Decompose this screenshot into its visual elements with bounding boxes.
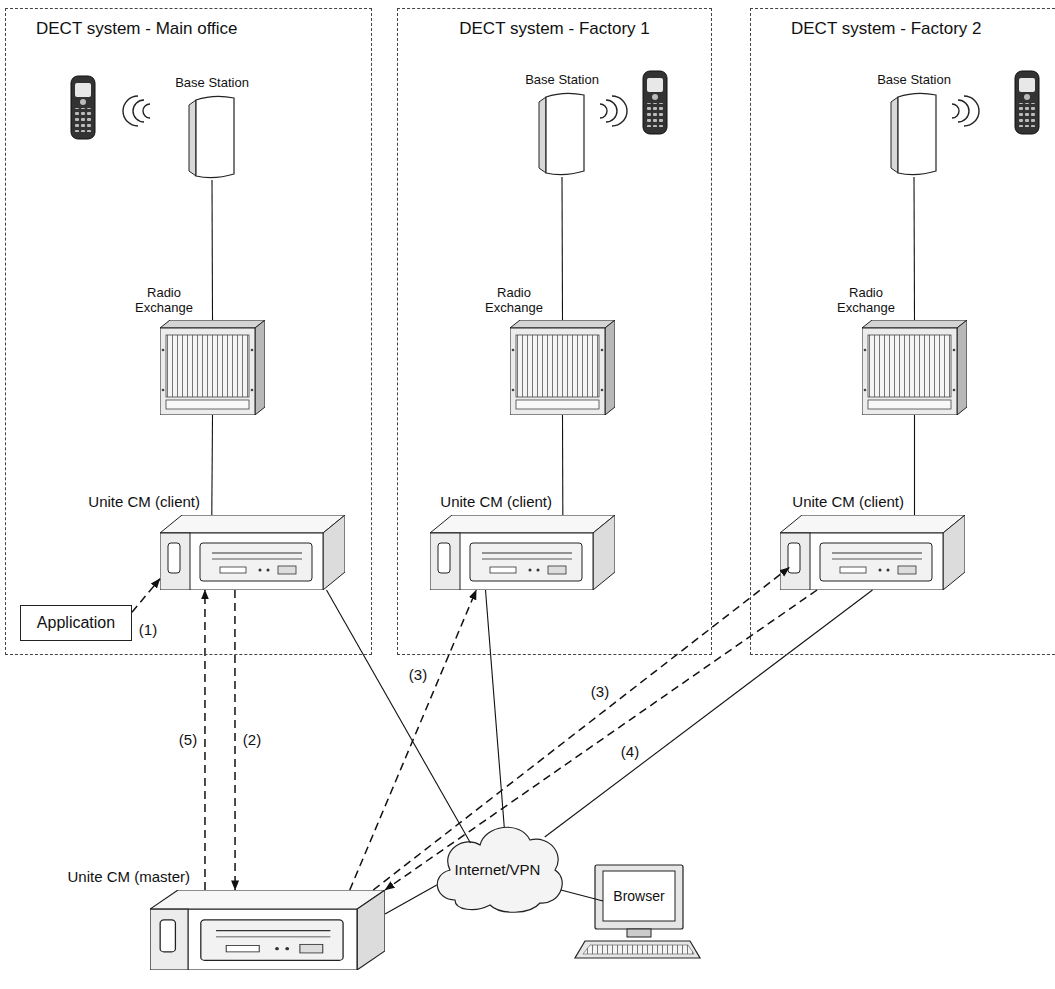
handset-icon bbox=[643, 71, 667, 134]
base-station: Base Station bbox=[537, 92, 587, 177]
callout-number: (1) bbox=[137, 621, 159, 638]
radio-exchange-icon bbox=[160, 320, 265, 415]
message-arrow bbox=[132, 579, 160, 612]
unite-cm-master: Unite CM (master) bbox=[150, 890, 385, 970]
radio-exchange: Radio Exchange bbox=[510, 320, 615, 415]
device-label: Radio Exchange bbox=[478, 286, 550, 316]
node-label: Internet/VPN bbox=[455, 861, 541, 878]
device-label: Radio Exchange bbox=[128, 286, 200, 316]
device-label: Base Station bbox=[877, 73, 951, 88]
message-arrow bbox=[350, 590, 477, 890]
label-holder: Unite CM (client) bbox=[440, 493, 552, 511]
site-region: Base StationRadio ExchangeUnite CM (clie… bbox=[5, 8, 372, 655]
region-title: DECT system - Factory 2 bbox=[791, 19, 982, 39]
message-arrow bbox=[373, 568, 789, 891]
callout-number: (2) bbox=[241, 731, 263, 748]
server-icon bbox=[780, 515, 965, 590]
label-holder: Radio Exchange bbox=[830, 286, 902, 316]
site-region: Base StationRadio ExchangeUnite CM (clie… bbox=[750, 8, 1055, 655]
device-label: Unite CM (client) bbox=[792, 493, 904, 510]
server-icon bbox=[150, 890, 385, 970]
region-title: DECT system - Factory 1 bbox=[398, 19, 711, 39]
base-station: Base Station bbox=[187, 95, 237, 180]
label-holder: Unite CM (master) bbox=[67, 868, 190, 886]
node-label: Browser bbox=[613, 888, 664, 904]
label-holder: Base Station bbox=[175, 73, 249, 91]
network-link bbox=[562, 415, 563, 515]
callout-number: (4) bbox=[619, 743, 641, 760]
radio-exchange-icon bbox=[510, 320, 615, 415]
device-label: Unite CM (client) bbox=[88, 493, 200, 510]
application-box: Application bbox=[20, 605, 132, 641]
site-region: Base StationRadio ExchangeUnite CM (clie… bbox=[397, 8, 712, 655]
internet-cloud: Internet/VPN bbox=[430, 815, 565, 915]
server-icon bbox=[430, 515, 615, 590]
base-station-icon bbox=[539, 93, 584, 174]
message-arrow bbox=[204, 590, 206, 890]
device-label: Unite CM (client) bbox=[440, 493, 552, 510]
network-link bbox=[327, 590, 471, 843]
label-holder: Base Station bbox=[877, 70, 951, 88]
server-icon bbox=[160, 515, 345, 590]
handset-icon bbox=[1015, 71, 1039, 134]
callout-number: (3) bbox=[589, 683, 611, 700]
cloud-outline bbox=[437, 827, 562, 912]
browser-screen: Browser bbox=[603, 871, 675, 921]
device-label: Base Station bbox=[525, 73, 599, 88]
unite-cm-client: Unite CM (client) bbox=[160, 515, 345, 590]
unite-cm-client: Unite CM (client) bbox=[780, 515, 965, 590]
unite-cm-client: Unite CM (client) bbox=[430, 515, 615, 590]
base-station-icon bbox=[189, 96, 234, 177]
radio-exchange: Radio Exchange bbox=[862, 320, 967, 415]
label-holder: Radio Exchange bbox=[478, 286, 550, 316]
label-holder: Unite CM (client) bbox=[88, 493, 200, 511]
network-link bbox=[385, 885, 437, 914]
device-label: Base Station bbox=[175, 76, 249, 91]
message-arrow bbox=[385, 590, 817, 890]
label-holder: Radio Exchange bbox=[128, 286, 200, 316]
region-title: DECT system - Main office bbox=[36, 19, 238, 39]
device-label: Unite CM (master) bbox=[67, 868, 190, 885]
network-link bbox=[914, 415, 915, 515]
network-link bbox=[211, 180, 213, 320]
radio-waves bbox=[123, 96, 150, 126]
network-link bbox=[561, 177, 563, 320]
callout-number: (3) bbox=[407, 666, 429, 683]
label-holder: Unite CM (client) bbox=[792, 493, 904, 511]
network-link bbox=[561, 890, 603, 901]
message-arrow bbox=[234, 590, 236, 890]
handset-icon bbox=[71, 76, 95, 139]
computer-icon bbox=[575, 865, 700, 958]
radio-exchange: Radio Exchange bbox=[160, 320, 265, 415]
label-holder: Base Station bbox=[525, 70, 599, 88]
callout-number: (5) bbox=[177, 731, 199, 748]
radio-waves bbox=[952, 96, 979, 126]
radio-exchange-icon bbox=[862, 320, 967, 415]
network-link bbox=[913, 177, 915, 320]
radio-waves bbox=[600, 96, 627, 126]
base-station: Base Station bbox=[889, 92, 939, 177]
node-label: Application bbox=[37, 614, 115, 632]
base-station-icon bbox=[891, 93, 936, 174]
device-label: Radio Exchange bbox=[830, 286, 902, 316]
network-link bbox=[545, 590, 873, 837]
network-link bbox=[211, 415, 213, 515]
